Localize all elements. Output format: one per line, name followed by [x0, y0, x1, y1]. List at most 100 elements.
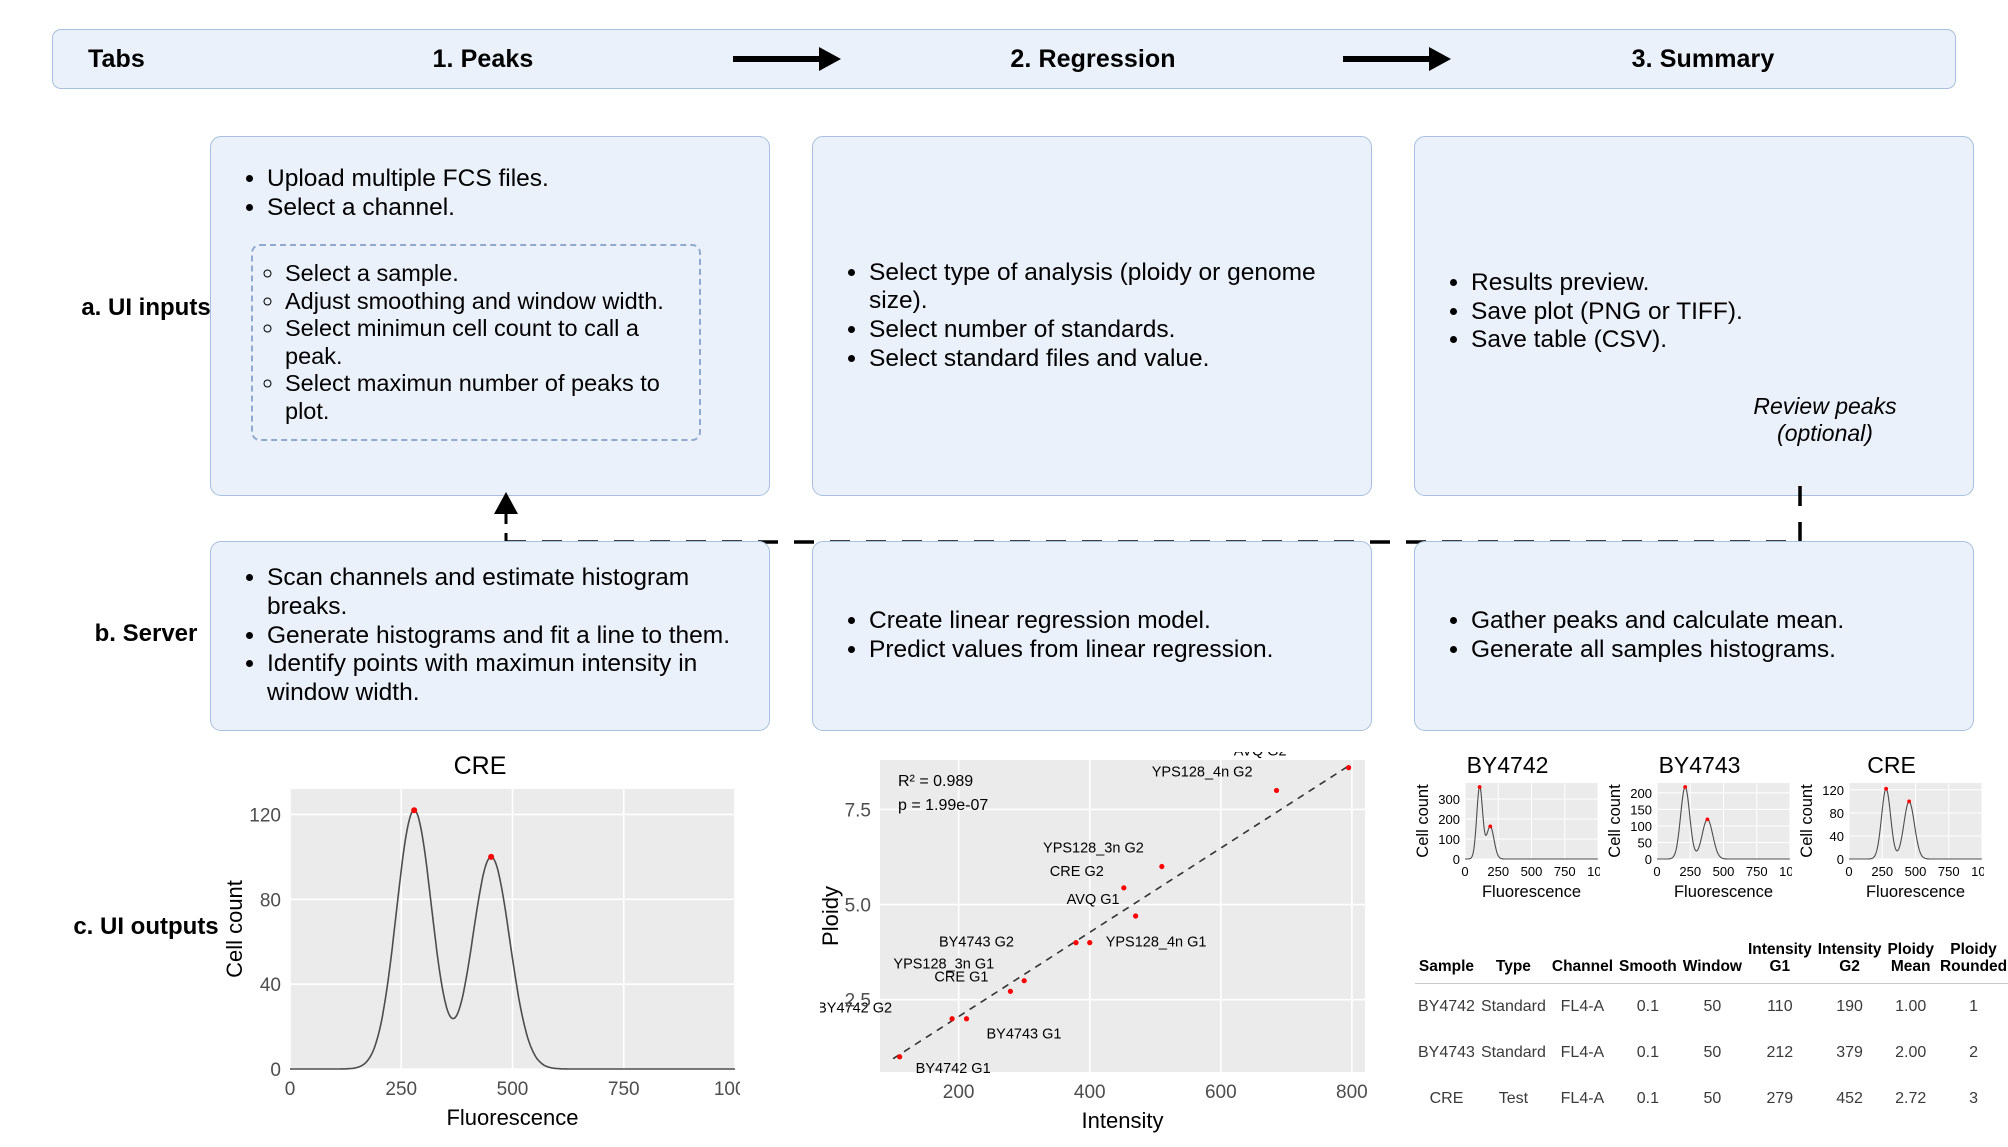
mini-histograms-group: BY4742 01002003000250500750100Fluorescen…	[1414, 752, 1993, 912]
svg-text:Cell count: Cell count	[222, 880, 247, 978]
table-cell: BY4743	[1418, 1044, 1475, 1062]
svg-text:100: 100	[1779, 864, 1792, 879]
svg-text:120: 120	[249, 805, 281, 826]
svg-text:AVQ G1: AVQ G1	[1067, 892, 1120, 908]
svg-text:80: 80	[260, 890, 281, 911]
table-cell: 50	[1703, 1090, 1722, 1108]
svg-text:750: 750	[1938, 864, 1960, 879]
svg-text:BY4742 G1: BY4742 G1	[916, 1061, 991, 1077]
tab-peaks[interactable]: 1. Peaks	[432, 44, 534, 73]
inputs-peaks-sub-bullets: Select a sample. Adjust smoothing and wi…	[253, 260, 693, 425]
chart-mini-by4742: BY4742 01002003000250500750100Fluorescen…	[1414, 752, 1609, 912]
list-item: Adjust smoothing and window width.	[285, 288, 693, 315]
table-col-header: Smooth	[1619, 957, 1677, 975]
panel-server-summary: Gather peaks and calculate mean. Generat…	[1414, 541, 1974, 731]
panel-server-regression: Create linear regression model. Predict …	[812, 541, 1372, 731]
table-cell: 0.1	[1636, 1044, 1659, 1062]
list-item: Results preview.	[1471, 269, 1971, 298]
svg-text:100: 100	[1438, 832, 1460, 847]
list-item: Generate all samples histograms.	[1471, 636, 1844, 665]
svg-text:100: 100	[1971, 864, 1984, 879]
svg-text:400: 400	[1074, 1082, 1106, 1103]
table-cell: 452	[1836, 1090, 1863, 1108]
chart-mini-by4743: BY4743 0501001502000250500750100Fluoresc…	[1606, 752, 1801, 912]
table-cell: 0.1	[1636, 1090, 1659, 1108]
list-item: Select a sample.	[285, 260, 693, 287]
row-label-server: b. Server	[94, 620, 198, 647]
inputs-summary-bullets: Results preview. Save plot (PNG or TIFF)…	[1437, 269, 1971, 355]
svg-text:80: 80	[1830, 806, 1844, 821]
server-summary-bullets: Gather peaks and calculate mean. Generat…	[1437, 607, 1844, 664]
svg-text:Intensity: Intensity	[1082, 1108, 1164, 1133]
table-cell: 1.00	[1895, 998, 1927, 1016]
list-item: Select number of standards.	[869, 316, 1349, 345]
list-item: Scan channels and estimate histogram bre…	[267, 564, 747, 621]
svg-text:750: 750	[1554, 864, 1576, 879]
table-cell: 2.72	[1895, 1090, 1927, 1108]
svg-text:0: 0	[285, 1079, 296, 1100]
row-label-ui-outputs: c. UI outputs	[73, 913, 219, 940]
inputs-regression-bullets: Select type of analysis (ploidy or genom…	[835, 259, 1349, 374]
inputs-peaks-bullets: Upload multiple FCS files. Select a chan…	[233, 165, 747, 222]
chart-mini-svg: 0501001502000250500750100FluorescenceCel…	[1606, 783, 1801, 901]
svg-text:300: 300	[1438, 792, 1460, 807]
table-col-header: Channel	[1551, 957, 1614, 975]
list-item: Generate histograms and fit a line to th…	[267, 622, 747, 651]
inputs-peaks-sub-box: Select a sample. Adjust smoothing and wi…	[251, 244, 701, 442]
svg-text:Cell count: Cell count	[1607, 784, 1624, 858]
svg-text:BY4743 G2: BY4743 G2	[939, 935, 1014, 951]
svg-text:Fluorescence: Fluorescence	[446, 1105, 578, 1130]
table-cell: BY4742	[1418, 998, 1475, 1016]
svg-text:R² = 0.989: R² = 0.989	[898, 773, 973, 790]
list-item: Predict values from linear regression.	[869, 636, 1273, 665]
svg-text:YPS128_3n G2: YPS128_3n G2	[1043, 841, 1144, 857]
svg-text:500: 500	[1521, 864, 1543, 879]
list-item: Select minimun cell count to call a peak…	[285, 315, 693, 370]
svg-text:Fluorescence: Fluorescence	[1674, 883, 1773, 901]
panel-inputs-peaks: Upload multiple FCS files. Select a chan…	[210, 136, 770, 496]
svg-text:100: 100	[1587, 864, 1600, 879]
svg-text:CRE G1: CRE G1	[934, 969, 988, 985]
table-cell: 50	[1703, 1044, 1722, 1062]
svg-text:50: 50	[1638, 835, 1652, 850]
table-cell: 212	[1766, 1044, 1794, 1062]
list-item: Upload multiple FCS files.	[267, 165, 747, 194]
tab-regression[interactable]: 2. Regression	[1010, 44, 1176, 73]
svg-text:0: 0	[1845, 864, 1852, 879]
svg-text:500: 500	[497, 1079, 529, 1100]
tabs-bar: Tabs 1. Peaks 2. Regression 3. Summary	[52, 29, 1956, 89]
svg-text:Fluorescence: Fluorescence	[1482, 883, 1581, 901]
svg-text:250: 250	[1487, 864, 1509, 879]
table-col-header: Type	[1495, 957, 1531, 975]
table-cell: 279	[1766, 1090, 1794, 1108]
svg-text:0: 0	[1645, 852, 1652, 867]
right-arrow-icon-2	[1308, 44, 1488, 74]
svg-text:YPS128_3n G1: YPS128_3n G1	[893, 957, 994, 973]
right-arrow-icon	[698, 44, 878, 74]
svg-text:0: 0	[1837, 852, 1844, 867]
svg-text:0: 0	[270, 1060, 281, 1081]
table-cell: CRE	[1429, 1090, 1464, 1108]
svg-text:AVQ G2: AVQ G2	[1234, 752, 1287, 760]
table-col-header: Window	[1682, 957, 1742, 975]
table-cell: 2	[1969, 1044, 1978, 1062]
svg-text:750: 750	[1746, 864, 1768, 879]
svg-text:250: 250	[1679, 864, 1701, 879]
svg-text:100: 100	[1630, 819, 1652, 834]
tab-summary[interactable]: 3. Summary	[1631, 44, 1775, 73]
table-cell: 3	[1969, 1090, 1978, 1108]
table-cell: 0.1	[1636, 998, 1659, 1016]
review-peaks-note: Review peaks (optional)	[1753, 393, 1897, 446]
svg-text:BY4742 G2: BY4742 G2	[820, 1001, 892, 1017]
table-cell: Standard	[1480, 998, 1546, 1016]
list-item: Create linear regression model.	[869, 607, 1273, 636]
